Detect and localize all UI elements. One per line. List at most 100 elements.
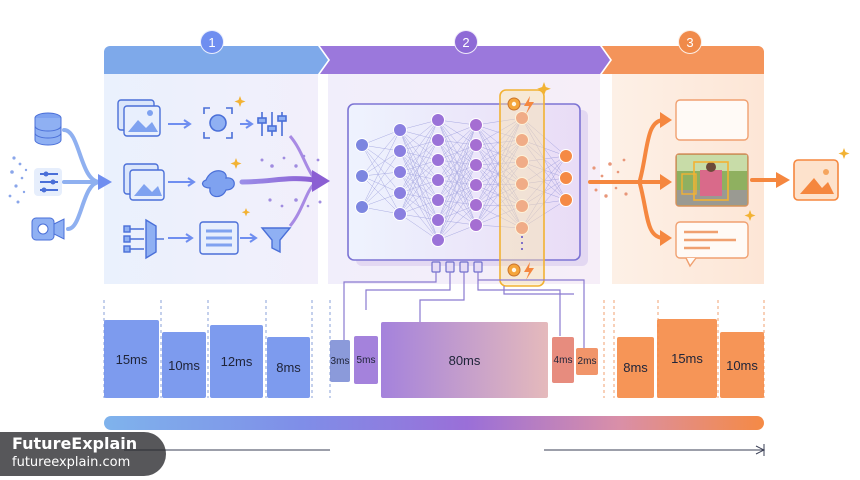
timing-label: 80ms xyxy=(448,352,481,368)
nn-node xyxy=(393,186,407,200)
nn-edge xyxy=(475,161,523,166)
sliders-icon xyxy=(34,168,62,196)
nn-edge xyxy=(361,129,401,177)
photos-icon xyxy=(123,163,165,201)
timing-label: 2ms xyxy=(577,356,597,367)
nn-edge xyxy=(361,144,401,173)
nn-edge xyxy=(399,139,439,215)
total-latency-bar xyxy=(104,416,764,430)
nn-node xyxy=(393,165,407,179)
timing-label: 8ms xyxy=(623,360,648,375)
timing-bar xyxy=(381,322,548,398)
timing-bar xyxy=(330,340,350,382)
nn-edge xyxy=(475,161,523,226)
stage-1-header xyxy=(104,46,328,74)
input-arrow-head xyxy=(98,174,112,190)
gear-bolt-icon xyxy=(507,96,534,114)
nn-node xyxy=(393,123,407,137)
nn-node xyxy=(469,198,483,212)
timing-bar xyxy=(576,348,598,375)
nn-node xyxy=(431,233,445,247)
nn-node xyxy=(515,133,529,147)
input-arrows xyxy=(62,128,102,231)
nn-edge xyxy=(399,192,439,221)
stage-1-to-2-arrow xyxy=(239,135,330,227)
nn-edge xyxy=(399,171,439,221)
nn-edge xyxy=(475,117,523,126)
transform-icon xyxy=(201,170,235,198)
stage-3-header xyxy=(602,46,764,74)
nn-edge xyxy=(475,183,523,226)
split-icon xyxy=(123,218,164,260)
focus-icon xyxy=(203,107,233,139)
nn-edge xyxy=(361,144,401,215)
nn-edge xyxy=(399,171,439,241)
nn-edge xyxy=(361,129,401,208)
output-image-icon xyxy=(793,159,839,201)
nn-edge xyxy=(361,150,401,177)
timing-bar xyxy=(104,320,159,398)
nn-node xyxy=(393,144,407,158)
nn-node xyxy=(431,153,445,167)
sparkle-icon xyxy=(230,82,850,221)
nn-edge xyxy=(475,144,523,163)
timing-label: 8ms xyxy=(276,360,301,375)
nn-edge xyxy=(475,164,523,185)
timeline-axis xyxy=(124,444,766,456)
nn-edge xyxy=(475,164,523,207)
stage-1-arrows xyxy=(168,119,258,243)
timing-label: 4ms xyxy=(553,354,573,366)
stage-2-number: 2 xyxy=(454,30,478,54)
nn-edge xyxy=(399,179,439,215)
nn-edge xyxy=(475,164,523,229)
nn-edge xyxy=(475,124,523,163)
nn-edge xyxy=(475,117,523,166)
nn-edge xyxy=(475,183,523,186)
text-card-icon xyxy=(675,221,749,268)
nn-edge xyxy=(475,144,523,207)
nn-node xyxy=(469,118,483,132)
nn-edge xyxy=(475,144,523,185)
timing-label: 10ms xyxy=(726,357,758,373)
nn-node xyxy=(559,171,573,185)
nn-node xyxy=(559,193,573,207)
nn-node xyxy=(469,218,483,232)
nn-edge xyxy=(475,205,523,226)
timing-label: 15ms xyxy=(671,351,703,366)
nn-edge xyxy=(475,139,523,186)
timing-bar xyxy=(354,336,378,384)
nn-edge xyxy=(475,139,523,146)
nn-edge xyxy=(475,204,523,207)
final-arrow xyxy=(750,172,790,188)
nn-edge xyxy=(437,124,477,201)
nn-edge xyxy=(437,124,477,221)
nn-edge xyxy=(399,171,439,201)
timing-connectors xyxy=(343,272,585,348)
nn-edge xyxy=(399,129,439,221)
input-particles xyxy=(8,156,28,204)
timing-label: 10ms xyxy=(168,357,200,373)
nn-node xyxy=(431,213,445,227)
nn-edge xyxy=(475,183,523,206)
nn-edge xyxy=(475,139,523,226)
funnel-icon xyxy=(260,227,292,254)
image-stack-icon xyxy=(117,99,161,137)
nn-node xyxy=(515,199,529,213)
nn-edge xyxy=(475,184,523,207)
nn-edge xyxy=(399,119,439,194)
timing-label: 15ms xyxy=(115,351,148,367)
stage-3-arrow-heads xyxy=(660,112,672,246)
gear-bolt-icon xyxy=(507,262,534,280)
stage-3-number: 3 xyxy=(678,30,702,54)
timing-bar xyxy=(162,332,206,398)
timing-label: 5ms xyxy=(356,354,376,366)
nn-node xyxy=(515,111,529,125)
nn-edge xyxy=(475,224,523,229)
nn-node xyxy=(431,173,445,187)
timing-bar xyxy=(720,332,764,398)
timing-label: 12ms xyxy=(220,354,253,369)
database-icon xyxy=(34,112,62,146)
nn-edge xyxy=(437,124,477,181)
stage-2-header xyxy=(320,46,610,74)
empty-card-icon xyxy=(675,99,749,141)
